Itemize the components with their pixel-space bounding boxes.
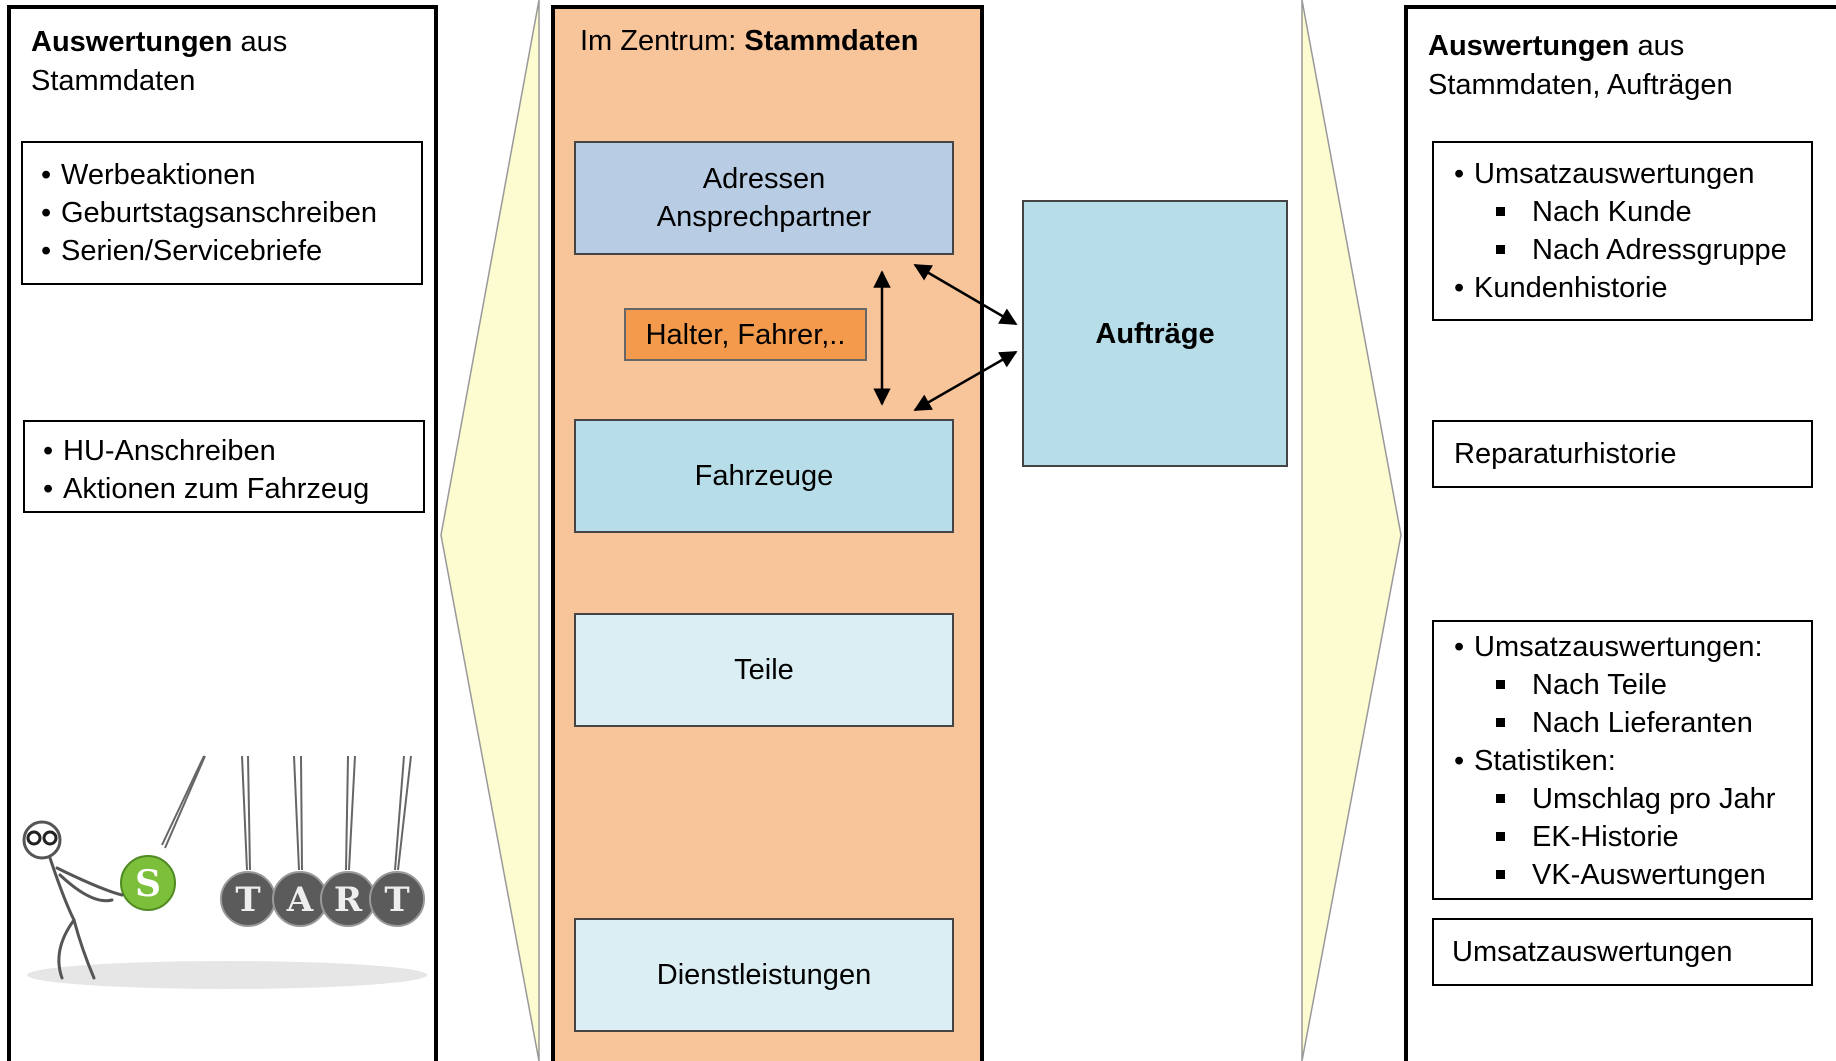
left-title-bold: Auswertungen xyxy=(31,26,233,58)
right-title-line2: Stammdaten, Aufträgen xyxy=(1428,69,1733,101)
list-item: Aktionen zum Fahrzeug xyxy=(43,470,423,508)
left-title-rest: aus xyxy=(232,26,288,58)
dienstleistungen-box: Dienstleistungen xyxy=(574,918,954,1032)
center-title-prefix: Im Zentrum: xyxy=(580,25,745,57)
left-box-fahrzeug: HU-Anschreiben Aktionen zum Fahrzeug xyxy=(23,420,425,513)
list-item: Geburtstagsanschreiben xyxy=(41,194,421,232)
teile-box: Teile xyxy=(574,613,954,727)
list-subitem: Nach Teile xyxy=(1454,666,1811,704)
list-subitem: Umschlag pro Jahr xyxy=(1454,780,1811,818)
halter-box: Halter, Fahrer,.. xyxy=(624,308,867,361)
list-subitem: Nach Lieferanten xyxy=(1454,704,1811,742)
left-box-stammdaten: Werbeaktionen Geburtstagsanschreiben Ser… xyxy=(21,141,423,285)
adressen-line1: Adressen xyxy=(702,163,826,195)
list-item: Umsatzauswertungen xyxy=(1454,155,1811,193)
list-subitem: EK-Historie xyxy=(1454,818,1811,856)
right-big-arrow xyxy=(1301,0,1402,1061)
list-item: Werbeaktionen xyxy=(41,156,421,194)
dienstleistungen-label: Dienstleistungen xyxy=(656,959,872,991)
left-title-line2: Stammdaten xyxy=(31,65,196,97)
list-item: HU-Anschreiben xyxy=(43,432,423,470)
adressen-line2: Ansprechpartner xyxy=(656,201,872,233)
adressen-box: Adressen Ansprechpartner xyxy=(574,141,954,255)
arrow-adressen-auftraege xyxy=(913,263,1018,326)
teile-label: Teile xyxy=(734,654,794,686)
right-box-dienstleistungen: Umsatzauswertungen xyxy=(1432,918,1813,986)
fahrzeuge-box: Fahrzeuge xyxy=(574,419,954,533)
umsatzauswertungen-label: Umsatzauswertungen xyxy=(1452,936,1733,968)
left-big-arrow xyxy=(440,0,540,1061)
right-panel-title: Auswertungen aus Stammdaten, Aufträgen xyxy=(1428,27,1733,105)
list-item: Kundenhistorie xyxy=(1454,269,1811,307)
list-subitem: Nach Adressgruppe xyxy=(1454,231,1811,269)
center-title-bold: Stammdaten xyxy=(744,25,919,57)
list-item: Serien/Servicebriefe xyxy=(41,232,421,270)
start-letter-a: A xyxy=(286,880,314,920)
start-letter-s: S xyxy=(135,863,161,905)
right-box-reparatur: Reparaturhistorie xyxy=(1432,420,1813,488)
auftraege-box: Aufträge xyxy=(1022,200,1288,467)
left-panel-title: Auswertungen aus Stammdaten xyxy=(31,23,287,101)
list-subitem: VK-Auswertungen xyxy=(1454,856,1811,894)
start-letter-t: T xyxy=(235,880,260,920)
right-title-bold: Auswertungen xyxy=(1428,30,1630,62)
fahrzeuge-label: Fahrzeuge xyxy=(694,460,834,492)
start-illustration: T A R T S xyxy=(22,755,427,989)
halter-label: Halter, Fahrer,.. xyxy=(645,318,846,351)
right-box-teile: Umsatzauswertungen: Nach Teile Nach Lief… xyxy=(1432,620,1813,900)
arrow-fahrzeuge-auftraege xyxy=(913,350,1018,412)
list-subitem: Nach Kunde xyxy=(1454,193,1811,231)
center-panel-title: Im Zentrum: Stammdaten xyxy=(580,23,918,59)
list-item: Umsatzauswertungen: xyxy=(1454,628,1811,666)
right-box-kunden: Umsatzauswertungen Nach Kunde Nach Adres… xyxy=(1432,141,1813,321)
start-letter-t2: T xyxy=(384,880,409,920)
right-title-rest: aus xyxy=(1629,30,1685,62)
start-letter-r: R xyxy=(334,880,363,920)
list-item: Statistiken: xyxy=(1454,742,1811,780)
reparaturhistorie-label: Reparaturhistorie xyxy=(1454,438,1677,470)
auftraege-label: Aufträge xyxy=(1095,317,1215,350)
